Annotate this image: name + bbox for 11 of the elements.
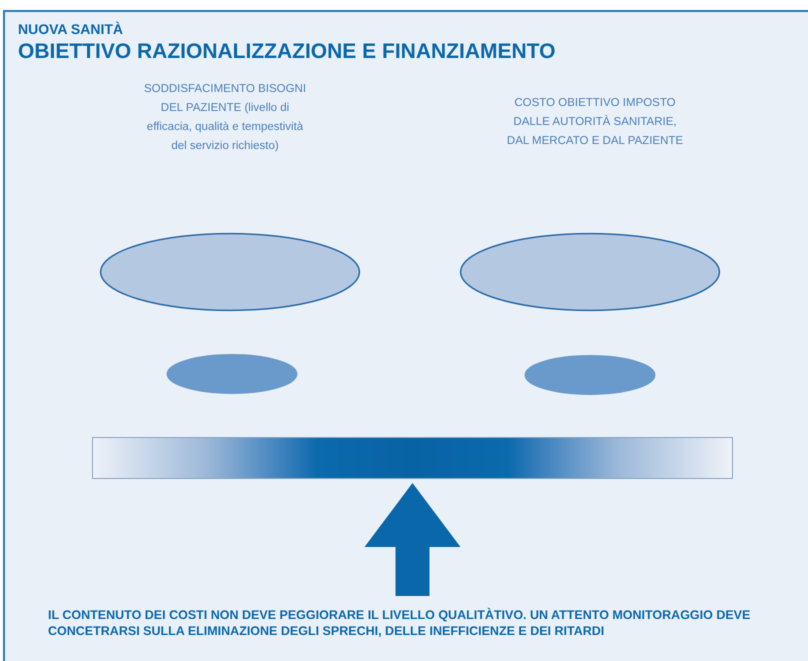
ellipse-shape: [166, 354, 298, 394]
caption-text: COSTO OBIETTIVO IMPOSTO DALLE AUTORITÀ SANITARIE, DAL MERCATO E DAL PAZIENTE: [506, 96, 684, 149]
gradient-bar: [92, 437, 733, 479]
note-text: IL CONTENUTO DEI COSTI NON DEVE PEGGIORARE IL LIVELLO QUALITÀTIVO. UN ATTENTO MONITORAGGIO DEVE CONCETRARSI SULLA ELIMINAZIONE DEGLI SPRECHI, DELLE INEFFICIENZE E DEI RITARDI: [48, 607, 752, 639]
ellipse-shape: [524, 355, 656, 395]
ellipse-shape: [458, 232, 722, 312]
caption-text: SODDISFACIMENTO BISOGNI DEL PAZIENTE (livello di efficacia, qualità e tempestività del servizio richiesto): [142, 82, 308, 154]
subtitle: NUOVA SANITÀ: [18, 21, 123, 38]
ellipse-shape: [98, 232, 362, 312]
title: OBIETTIVO RAZIONALIZZAZIONE E FINANZIAMENTO: [18, 39, 556, 65]
block-arrow: [364, 483, 460, 596]
